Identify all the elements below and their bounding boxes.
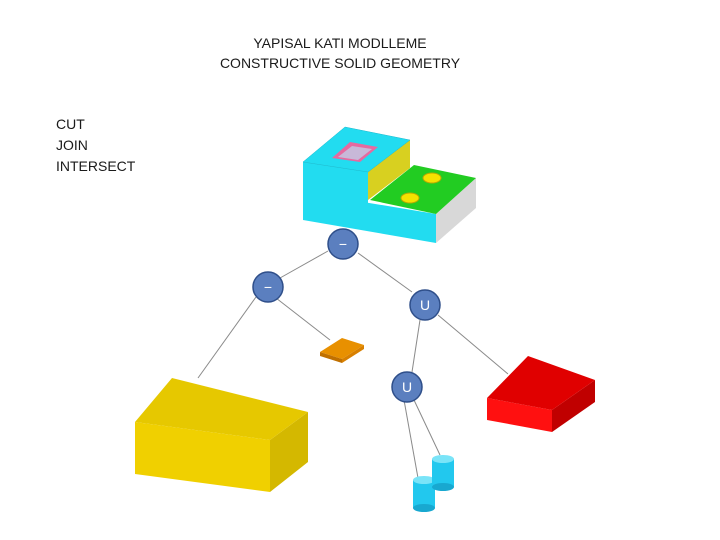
op-node-left-label: − <box>264 279 272 295</box>
edge-root-right <box>357 252 413 293</box>
op-node-lower-label: U <box>402 379 412 395</box>
result-slab-side <box>436 178 476 243</box>
edge-lower-cylinder-b <box>413 399 441 456</box>
cylinder-a <box>413 476 435 512</box>
result-raised-side <box>368 140 410 200</box>
operation-cut: CUT <box>56 116 85 132</box>
result-hole-a <box>422 172 442 184</box>
red-block <box>487 356 595 432</box>
operation-intersect: INTERSECT <box>56 158 136 174</box>
op-node-right: U <box>409 289 441 321</box>
op-node-root: − <box>327 228 359 260</box>
cylinder-b <box>432 455 454 491</box>
edge-root-left <box>279 250 329 279</box>
result-raised-front <box>303 162 368 220</box>
title-turkish: YAPISAL KATI MODLLEME <box>253 35 427 51</box>
operations-list: CUT JOIN INTERSECT <box>56 114 135 177</box>
edge-left-yellow-block <box>197 296 257 379</box>
orange-plate <box>320 338 364 363</box>
yellow-block <box>135 378 308 492</box>
result-solid <box>302 126 476 243</box>
result-slab-top-green <box>370 165 476 214</box>
op-node-lower: U <box>391 371 423 403</box>
result-hole-b <box>400 192 420 204</box>
title-english: CONSTRUCTIVE SOLID GEOMETRY <box>219 55 461 71</box>
op-node-root-label: − <box>339 236 347 252</box>
operation-join: JOIN <box>56 137 88 153</box>
result-pocket-floor <box>338 146 372 160</box>
op-node-left: − <box>252 271 284 303</box>
op-node-right-label: U <box>420 297 430 313</box>
edge-right-red-block <box>437 314 509 375</box>
tree-edges <box>197 250 509 479</box>
edge-lower-cylinder-a <box>403 399 419 479</box>
edge-left-orange-plate <box>275 297 331 341</box>
edge-right-lower <box>411 319 421 373</box>
title-block: YAPISAL KATI MODLLEME CONSTRUCTIVE SOLID… <box>190 33 490 73</box>
